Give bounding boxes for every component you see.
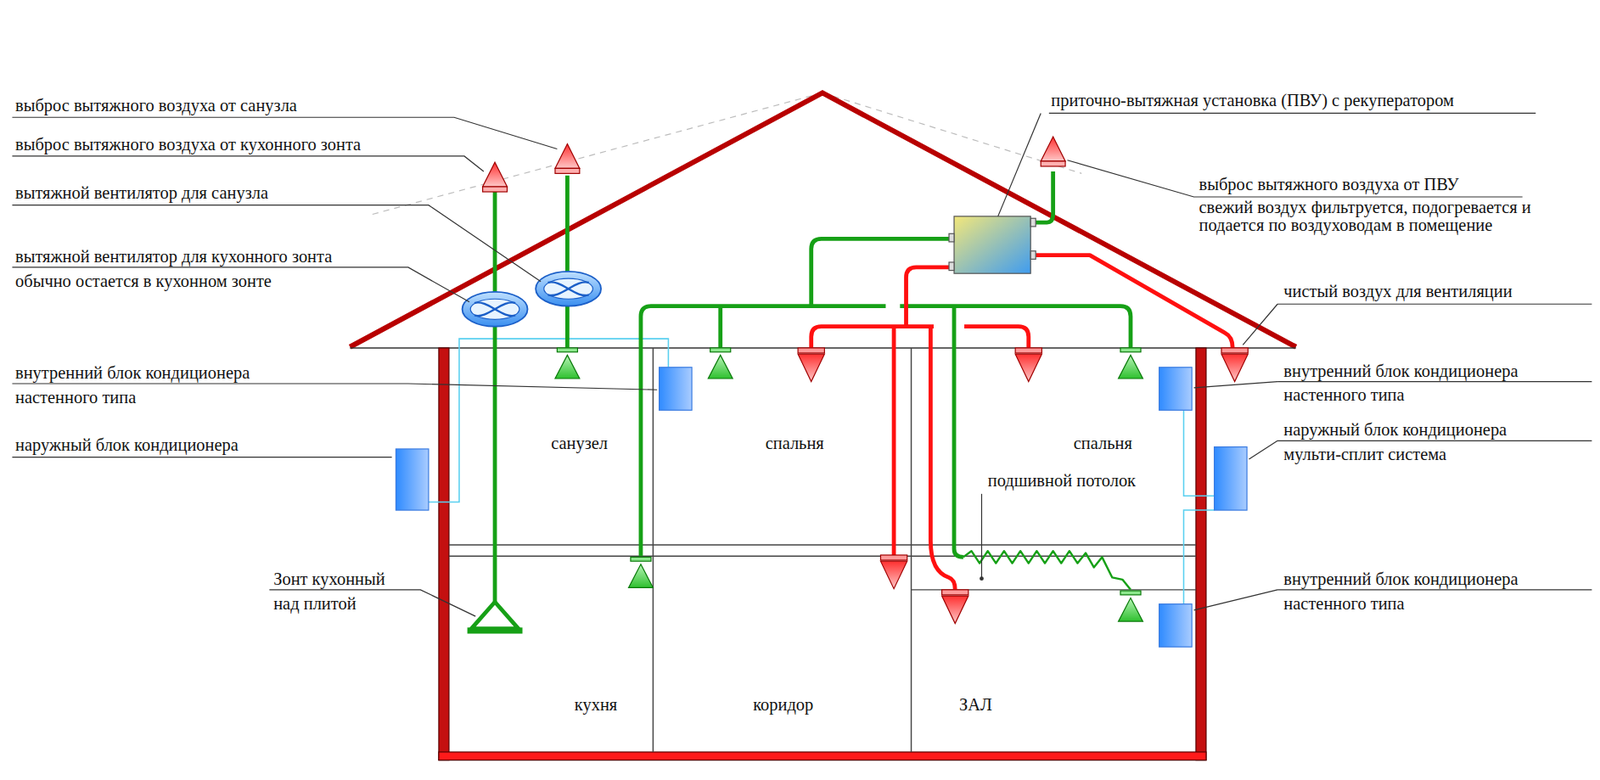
air-handling-unit: [948, 216, 1036, 274]
text-label: выброс вытяжного воздуха от ПВУ: [1199, 173, 1460, 196]
text-label: наружный блок кондиционера: [15, 434, 239, 457]
interior-partitions: [449, 348, 1196, 753]
callout-label: наружный блок кондиционера мульти-сплит …: [1283, 418, 1511, 468]
text-label: подшивной потолок: [988, 470, 1136, 493]
ac-unit: [395, 367, 1247, 647]
text-label: ЗАЛ: [959, 693, 993, 716]
roof: [349, 92, 1296, 349]
text-label: кухня: [574, 693, 618, 716]
text-label: выброс вытяжного воздуха от кухонного зо…: [15, 133, 361, 156]
exhaust-fan: [462, 271, 601, 327]
text-label: выброс вытяжного воздуха от санузла: [15, 95, 298, 118]
supply-grille: [797, 348, 1248, 624]
exhaust-duct: [494, 171, 1131, 611]
roof-guide: [372, 92, 1083, 214]
callout-label: внутренний блок кондиционера настенного …: [1283, 567, 1522, 617]
house-walls: [438, 348, 1207, 761]
callout-label: внутренний блок кондиционера настенного …: [15, 361, 253, 411]
callout-label: свежий воздух фильтруется, подогревается…: [1199, 198, 1536, 234]
text-label: чистый воздух для вентиляции: [1283, 280, 1512, 304]
text-label: спальня: [1073, 432, 1133, 455]
text-label: приточно-вытяжная установка (ПВУ) с реку…: [1050, 89, 1455, 113]
callout-label: внутренний блок кондиционера настенного …: [1283, 359, 1522, 409]
callout-label: вытяжной вентилятор для кухонного зонта …: [15, 245, 336, 295]
leader-dot: [979, 576, 984, 581]
text-label: спальня: [765, 432, 825, 455]
leader-line: [11, 112, 1592, 617]
text-label: коридор: [752, 693, 814, 716]
supply-duct: [811, 255, 1233, 590]
text-label: вытяжной вентилятор для санузла: [15, 182, 269, 205]
refrigerant-line: [428, 338, 1215, 605]
kitchen-hood: [467, 601, 523, 634]
callout-label: Зонт кухонный над плитой: [273, 567, 389, 617]
roof-outlet: [482, 136, 1066, 192]
text-label: санузел: [550, 432, 608, 455]
